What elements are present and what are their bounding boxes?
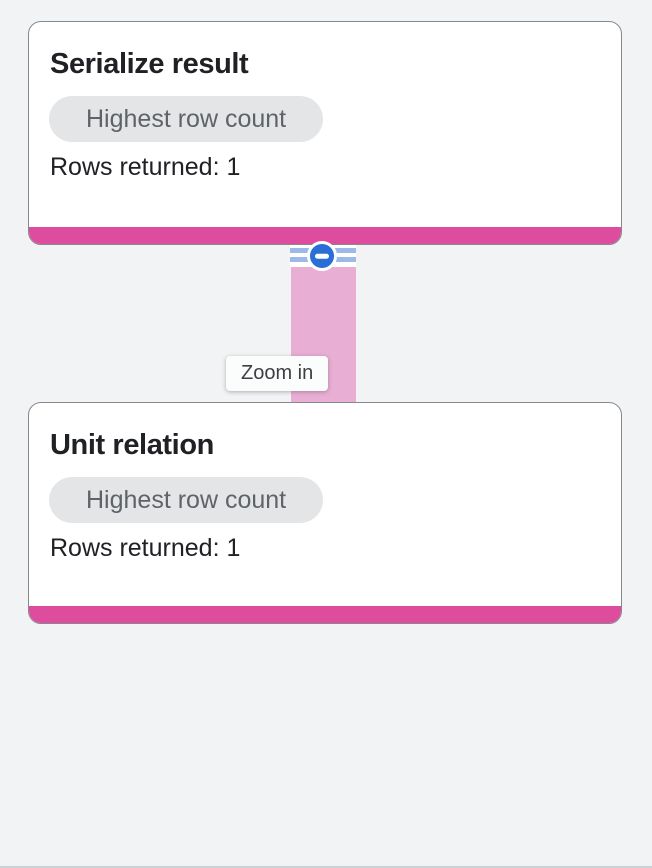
minus-icon bbox=[315, 253, 329, 259]
rows-returned-label: Rows returned: 1 bbox=[50, 153, 241, 181]
highest-row-count-badge: Highest row count bbox=[49, 96, 324, 142]
node-title: Unit relation bbox=[50, 429, 214, 461]
page-bottom-border bbox=[0, 866, 652, 868]
node-title: Serialize result bbox=[50, 48, 249, 80]
plan-node-unit-relation[interactable]: Unit relation Highest row count Rows ret… bbox=[28, 402, 622, 624]
zoom-in-tooltip: Zoom in bbox=[226, 356, 329, 391]
node-accent-bar bbox=[29, 227, 621, 244]
node-accent-bar bbox=[29, 606, 621, 623]
plan-node-serialize-result[interactable]: Serialize result Highest row count Rows … bbox=[28, 21, 622, 245]
highest-row-count-badge: Highest row count bbox=[49, 477, 324, 523]
collapse-node-button[interactable] bbox=[307, 241, 337, 271]
rows-returned-label: Rows returned: 1 bbox=[50, 534, 241, 562]
